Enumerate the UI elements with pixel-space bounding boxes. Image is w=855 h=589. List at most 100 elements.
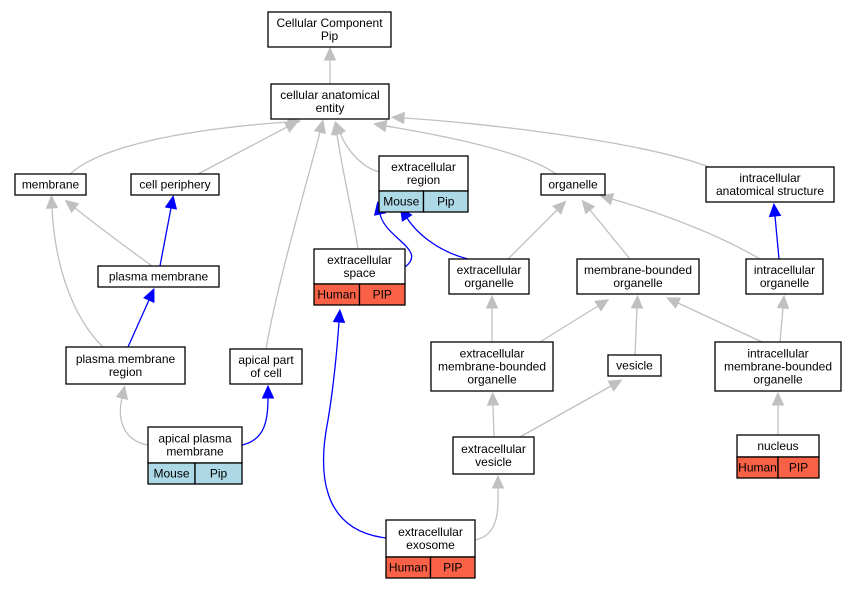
edge-extracellular_vesicle-to-extracellular_membrane_bounded_organelle <box>486 391 500 438</box>
node-box <box>430 341 554 392</box>
node-box <box>229 348 303 385</box>
edge-line <box>322 321 387 539</box>
node-label-line: organelle <box>760 276 810 290</box>
annotation-cell <box>429 556 476 579</box>
edge-cell_periphery-to-cellular_anatomical_entity <box>197 120 299 175</box>
edge-line <box>51 207 104 348</box>
node-label-line: extracellular <box>398 525 463 539</box>
node-label-line: intracellular <box>754 263 815 277</box>
node-label-line: apical plasma <box>158 432 232 446</box>
arrowhead-icon <box>552 200 567 215</box>
annotation-label: Mouse <box>383 195 419 209</box>
edge-extracellular_space-to-cellular_anatomical_entity <box>330 120 359 250</box>
node-label-line: cell periphery <box>139 178 210 192</box>
arrowhead-icon <box>630 294 644 309</box>
node-label-line: membrane-bounded <box>584 263 692 277</box>
edge-nucleus-to-intracellular_membrane_bounded_organelle <box>771 391 785 435</box>
edge-line <box>159 207 172 267</box>
node-label-line: region <box>109 365 142 379</box>
edge-line <box>265 131 321 350</box>
edge-line <box>336 133 359 250</box>
annotation-label: Pip <box>210 467 228 481</box>
node-vesicle[interactable]: vesicle <box>607 354 662 377</box>
edge-line <box>74 207 153 267</box>
edge-line <box>197 126 288 175</box>
annotation-label: PIP <box>443 561 462 575</box>
node-label-line: entity <box>316 101 345 115</box>
arrowhead-icon <box>313 119 326 135</box>
node-label-line: extracellular <box>391 160 456 174</box>
edge-plasma_membrane-to-membrane <box>64 199 153 267</box>
edge-intracellular_organelle-to-organelle <box>599 193 761 260</box>
arrowhead-icon <box>491 474 505 489</box>
edge-extracellular_membrane_bounded_organelle-to-membrane_bounded_organelle <box>539 299 610 343</box>
node-box <box>97 265 220 288</box>
arrowhead-icon <box>373 119 388 133</box>
node-label-line: anatomical structure <box>716 184 824 198</box>
node-membrane[interactable]: membrane <box>14 173 87 196</box>
node-box <box>452 436 535 475</box>
node-plasma-membrane[interactable]: plasma membrane <box>97 265 220 288</box>
node-label-line: region <box>407 173 440 187</box>
node-label-line: apical part <box>238 353 294 367</box>
edge-line <box>492 404 495 438</box>
node-box <box>607 354 662 377</box>
node-cell-periphery[interactable]: cell periphery <box>130 173 220 196</box>
edge-line <box>474 487 499 541</box>
node-label-line: intracellular <box>747 347 808 361</box>
annotation-cell <box>194 462 243 485</box>
node-label-line: extracellular <box>457 263 522 277</box>
node-label-line: membrane-bounded <box>724 360 832 374</box>
annotation-cell <box>777 456 820 479</box>
node-box <box>270 83 390 120</box>
annotation-cell <box>358 283 406 306</box>
edge-apical_plasma_membrane-to-apical_part_of_cell <box>241 384 275 446</box>
edge-line <box>403 117 713 169</box>
node-label-line: organelle <box>464 276 514 290</box>
node-label-line: exosome <box>406 538 455 552</box>
node-label-line: cellular anatomical <box>280 88 379 102</box>
node-label-line: plasma membrane <box>76 352 176 366</box>
node-label-line: of cell <box>250 366 281 380</box>
arrowhead-icon <box>323 46 337 61</box>
edge-line <box>507 209 558 260</box>
edge-line <box>611 198 761 260</box>
annotation-label: Human <box>738 461 777 475</box>
node-box <box>540 173 606 196</box>
node-label-line: vesicle <box>616 359 653 373</box>
node-label-line: Cellular Component <box>276 16 383 30</box>
node-organelle[interactable]: organelle <box>540 173 606 196</box>
arrowhead-icon <box>485 294 499 309</box>
node-box <box>14 173 87 196</box>
node-label-line: plasma membrane <box>109 270 209 284</box>
arrowhead-icon <box>143 287 155 303</box>
edge-membrane-to-cellular_anatomical_entity <box>69 115 302 175</box>
edge-line <box>406 217 469 260</box>
edge-cellular_anatomical_entity-to-root <box>323 46 337 84</box>
annotation-label: PIP <box>789 461 808 475</box>
edge-intracellular_organelle-to-intracellular_anatomical_structure <box>768 202 782 260</box>
annotation-cell <box>422 190 469 213</box>
arrowhead-icon <box>115 385 129 400</box>
annotation-label: Human <box>317 288 356 302</box>
node-label-line: membrane-bounded <box>438 360 546 374</box>
arrowhead-icon <box>607 379 623 392</box>
arrowhead-icon <box>390 111 405 125</box>
